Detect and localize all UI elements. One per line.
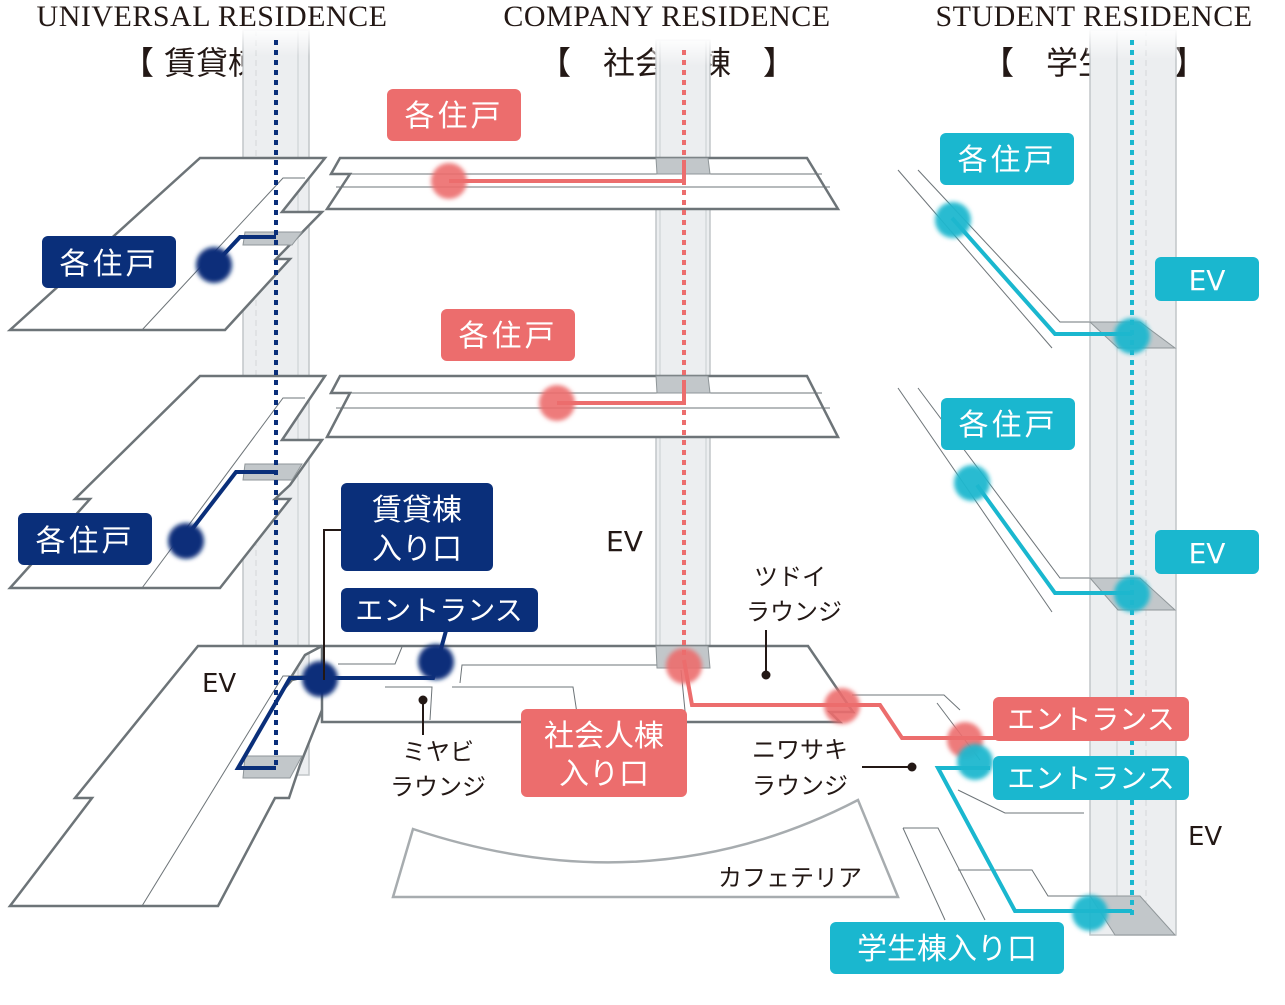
header-company-en: COMPANY RESIDENCE xyxy=(503,0,830,33)
svg-text:ラウンジ: ラウンジ xyxy=(752,772,848,800)
route-dot xyxy=(1072,895,1108,931)
company-ev-label: EV xyxy=(606,525,643,558)
route-dot xyxy=(954,465,990,501)
student-entry-label: 学生棟入り口 xyxy=(830,922,1064,974)
company-entry-label: 社会人棟 入り口 xyxy=(521,709,687,797)
svg-text:EV: EV xyxy=(1189,537,1226,570)
universal-unit-label-1: 各住戸 xyxy=(42,236,176,288)
cafeteria-area xyxy=(391,798,900,899)
universal-floor-ground xyxy=(7,644,345,908)
svg-text:ツドイ: ツドイ xyxy=(754,563,826,591)
svg-text:ラウンジ: ラウンジ xyxy=(746,598,842,626)
company-floor-middle xyxy=(324,374,841,439)
tsudoi-leader xyxy=(761,630,771,680)
miyabi-leader xyxy=(418,695,428,735)
cafeteria-label: カフェテリア xyxy=(718,864,862,892)
svg-text:入り口: 入り口 xyxy=(372,532,462,567)
universal-ev-label: EV xyxy=(202,669,236,699)
route-dot xyxy=(418,644,454,680)
route-dot xyxy=(824,688,860,724)
route-dot xyxy=(1114,576,1150,612)
route-dot xyxy=(539,385,575,421)
svg-text:ミヤビ: ミヤビ xyxy=(402,738,474,766)
company-floor-upper xyxy=(324,156,841,211)
route-dot xyxy=(196,247,232,283)
miyabi-lounge-label: ミヤビ ラウンジ xyxy=(390,738,486,801)
svg-text:各住戸: 各住戸 xyxy=(958,143,1057,178)
student-dots xyxy=(935,202,1150,931)
company-unit-label-1: 各住戸 xyxy=(387,89,521,141)
company-entrance-label: エントランス xyxy=(993,697,1189,741)
svg-text:賃貸棟: 賃貸棟 xyxy=(372,493,462,528)
route-dot xyxy=(935,202,971,238)
universal-dots xyxy=(168,247,454,697)
student-ev-label-1: EV xyxy=(1155,257,1259,301)
svg-text:各住戸: 各住戸 xyxy=(60,247,159,282)
svg-text:EV: EV xyxy=(1189,264,1226,297)
niwasaki-lounge-label: ニワサキ ラウンジ xyxy=(752,736,848,800)
svg-text:各住戸: 各住戸 xyxy=(459,319,558,354)
route-dot xyxy=(302,661,338,697)
niwasaki-leader xyxy=(862,762,917,772)
company-unit-label-2: 各住戸 xyxy=(441,309,575,361)
header-company: COMPANY RESIDENCE 【 社会人棟 】 xyxy=(503,0,830,82)
svg-text:各住戸: 各住戸 xyxy=(36,524,135,559)
student-ev-label-2: EV xyxy=(1155,530,1259,574)
universal-entry-leader xyxy=(323,529,343,680)
route-dot xyxy=(431,163,467,199)
svg-text:各住戸: 各住戸 xyxy=(405,99,504,134)
svg-text:ラウンジ: ラウンジ xyxy=(390,773,486,801)
route-dot xyxy=(1114,318,1150,354)
svg-text:入り口: 入り口 xyxy=(559,757,649,792)
universal-entry-label: 賃貸棟 入り口 xyxy=(341,483,493,571)
svg-text:エントランス: エントランス xyxy=(355,594,522,627)
svg-text:エントランス: エントランス xyxy=(1007,703,1174,736)
student-ev-label-3: EV xyxy=(1188,822,1222,852)
student-entrance-label: エントランス xyxy=(993,756,1189,800)
route-dot xyxy=(666,648,702,684)
header-student-en: STUDENT RESIDENCE xyxy=(935,0,1252,33)
universal-unit-label-2: 各住戸 xyxy=(18,513,152,565)
header-universal-en: UNIVERSAL RESIDENCE xyxy=(37,0,388,33)
svg-text:学生棟入り口: 学生棟入り口 xyxy=(857,932,1037,967)
student-unit-label-2: 各住戸 xyxy=(941,398,1075,450)
company-routes xyxy=(449,160,1000,740)
route-dot xyxy=(957,744,993,780)
universal-entrance-label: エントランス xyxy=(341,588,538,632)
route-dot xyxy=(168,523,204,559)
svg-text:各住戸: 各住戸 xyxy=(959,408,1058,443)
svg-text:社会人棟: 社会人棟 xyxy=(544,719,664,754)
svg-text:ニワサキ: ニワサキ xyxy=(752,736,848,764)
svg-text:エントランス: エントランス xyxy=(1007,762,1174,795)
header-universal: UNIVERSAL RESIDENCE 【 賃貸棟 】 xyxy=(37,0,388,82)
tsudoi-lounge-label: ツドイ ラウンジ xyxy=(746,563,842,626)
student-unit-label-1: 各住戸 xyxy=(940,133,1074,185)
